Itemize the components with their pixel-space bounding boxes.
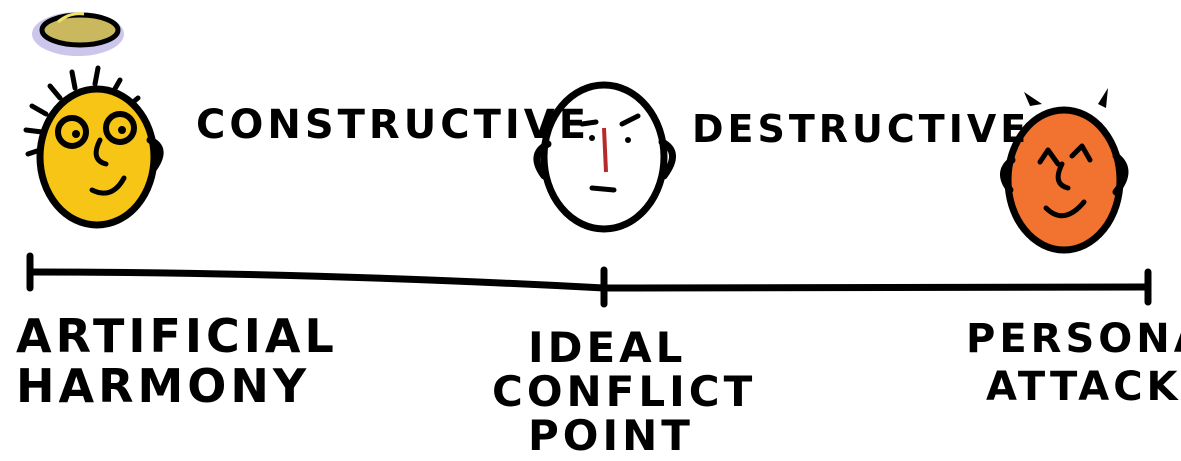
- neutral-face-icon: [533, 81, 676, 233]
- devil-face-icon: [1000, 88, 1129, 254]
- personal-attacks-label: PERSONAL ATTACKS: [966, 316, 1181, 410]
- artificial-harmony-line-1: ARTIFICIAL: [16, 309, 338, 363]
- ideal-conflict-point-line-1: IDEAL: [528, 323, 686, 372]
- ideal-conflict-point-line-3: POINT: [528, 411, 694, 460]
- artificial-harmony-line-2: HARMONY: [16, 359, 310, 413]
- personal-attacks-line-1: PERSONAL: [966, 316, 1181, 362]
- conflict-continuum-line: [26, 252, 1152, 308]
- constructive-label: CONSTRUCTIVE: [196, 102, 590, 148]
- ideal-conflict-point-line-2: CONFLICT: [492, 367, 756, 416]
- angel-face-icon: [23, 12, 164, 229]
- personal-attacks-line-2: ATTACKS: [986, 364, 1181, 410]
- destructive-label: DESTRUCTIVE: [692, 107, 1030, 151]
- ideal-conflict-point-label: IDEAL CONFLICT POINT: [492, 323, 756, 460]
- artificial-harmony-label: ARTIFICIAL HARMONY: [16, 309, 338, 413]
